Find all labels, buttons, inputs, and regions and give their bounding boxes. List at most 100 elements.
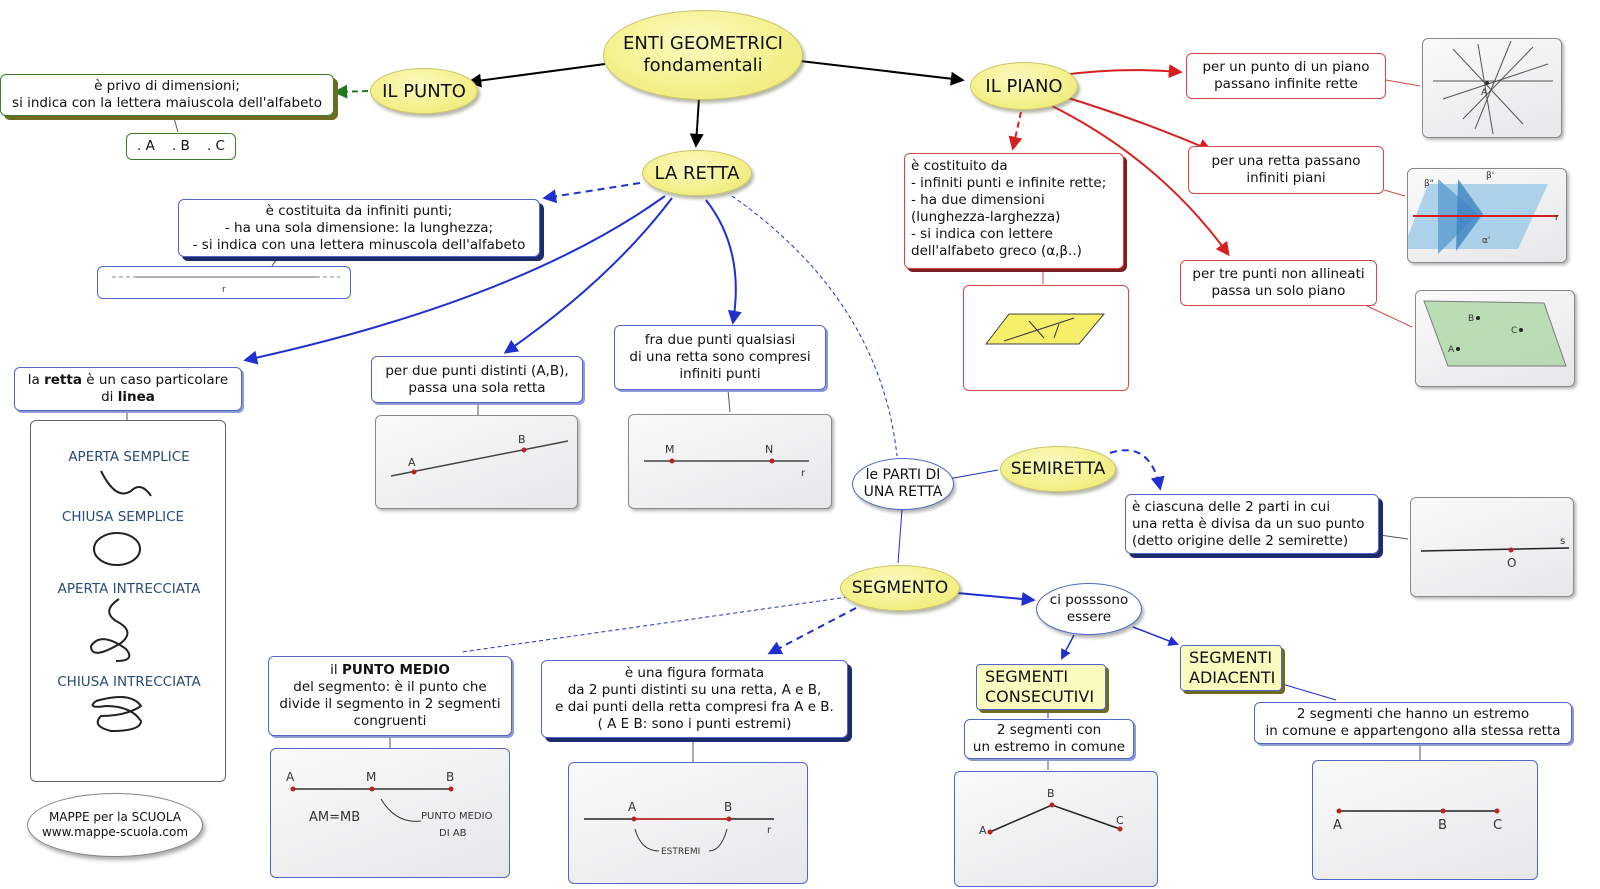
adiacenti-image: A B C [1312, 760, 1538, 880]
retta-infinite-box[interactable]: fra due punti qualsiasi di una retta son… [614, 325, 826, 390]
link-parti-semiretta [947, 469, 999, 480]
root-node[interactable]: ENTI GEOMETRICI fondamentali [603, 10, 803, 100]
piano-fact3-label-b: B [1468, 314, 1474, 324]
punto-node[interactable]: IL PUNTO [370, 68, 478, 114]
link-parti-segmento [897, 509, 903, 564]
punto-medio-note1: PUNTO MEDIO [421, 811, 493, 822]
retta-infinite: fra due punti qualsiasi di una retta son… [629, 332, 811, 382]
parti-title: le PARTI DI UNA RETTA [863, 467, 943, 500]
piano-fact1: per un punto di un piano passano infinit… [1202, 59, 1370, 92]
link-segmento-desc [767, 607, 857, 655]
retta-infinite-label-m: M [665, 443, 675, 456]
piano-fact3-image: B C A [1415, 290, 1575, 387]
link-segmento-possono [956, 592, 1036, 606]
piano-fact1-label-a: A [1481, 88, 1488, 98]
retta-desc: è costituita da infiniti punti; - ha una… [192, 202, 526, 253]
parti-node[interactable]: le PARTI DI UNA RETTA [852, 458, 954, 510]
adiacenti-label-c: C [1493, 818, 1502, 833]
line-types-panel: APERTA SEMPLICE CHIUSA SEMPLICE APERTA I… [30, 420, 226, 782]
retta-twopoints-image: A B [375, 415, 578, 509]
consecutivi-desc: 2 segmenti con un estremo in comune [972, 722, 1126, 755]
estremi-note: ESTREMI [661, 847, 700, 857]
retta-infinite-image: M N r [628, 414, 832, 509]
semiretta-label-o: O [1507, 556, 1516, 570]
piano-title: IL PIANO [985, 75, 1063, 97]
punto-medio-text: il PUNTO MEDIO del segmento: è il punto … [279, 662, 501, 729]
segmento-node[interactable]: SEGMENTO [840, 565, 960, 611]
retta-twopoints-label-a: A [408, 456, 416, 469]
retta-desc-box[interactable]: è costituita da infiniti punti; - ha una… [178, 199, 540, 257]
piano-fact2-box[interactable]: per una retta passano infiniti piani [1188, 146, 1384, 194]
consecutivi-label-c: C [1116, 814, 1124, 827]
estremi-label-r: r [767, 825, 772, 836]
adiacenti-node[interactable]: SEGMENTI ADIACENTI [1180, 645, 1282, 691]
credit-node[interactable]: MAPPE per la SCUOLA www.mappe-scuola.com [27, 793, 203, 857]
link-retta-twopoints [503, 197, 673, 354]
retta-node[interactable]: LA RETTA [642, 150, 752, 196]
adiacenti-desc-box[interactable]: 2 segmenti che hanno un estremo in comun… [1254, 702, 1572, 744]
semiretta-desc: è ciascuna delle 2 parti in cui una rett… [1132, 498, 1365, 549]
segmento-desc-box[interactable]: è una figura formata da 2 punti distinti… [541, 660, 848, 738]
possono-node[interactable]: ci posssono essere [1036, 583, 1142, 635]
punto-desc-box[interactable]: è privo di dimensioni; si indica con la … [0, 74, 334, 116]
consecutivi-node[interactable]: SEGMENTI CONSECUTIVI [976, 664, 1106, 710]
credit-line2: www.mappe-scuola.com [41, 825, 189, 839]
link-retta-desc [542, 182, 641, 204]
link-root-punto [467, 63, 606, 88]
punto-desc: è privo di dimensioni; si indica con la … [12, 78, 322, 111]
retta-twopoints-box[interactable]: per due punti distinti (A,B), passa una … [371, 356, 583, 403]
consecutivi-label-a: A [979, 824, 987, 837]
piano-fact2-label-alpha: α' [1482, 236, 1490, 246]
link-infinite-img [727, 389, 731, 413]
adiacenti-label-a: A [1333, 818, 1342, 833]
estremi-label-b: B [724, 800, 732, 814]
link-piano-desc [1008, 111, 1023, 151]
piano-fact1-box[interactable]: per un punto di un piano passano infinit… [1186, 53, 1386, 99]
possono-text: ci posssono essere [1049, 592, 1129, 625]
punto-medio-note2: DI AB [439, 828, 467, 839]
punto-example: . A . B . C [136, 138, 225, 154]
piano-node[interactable]: IL PIANO [970, 62, 1078, 110]
retta-twopoints: per due punti distinti (A,B), passa una … [385, 362, 569, 396]
piano-fact2-label-beta: β" [1424, 179, 1434, 189]
link-fact3-img [1366, 305, 1413, 328]
root-title-line2: fondamentali [643, 55, 763, 76]
piano-fact2-label-r: r [1555, 213, 1559, 223]
retta-infinite-label-n: N [765, 443, 773, 456]
retta-twopoints-label-b: B [518, 433, 526, 446]
retta-image-label: r [222, 285, 226, 295]
piano-fact3-label-c: C [1511, 326, 1517, 336]
piano-desc-box[interactable]: è costituito da - infiniti punti e infin… [904, 153, 1124, 269]
credit-line1: MAPPE per la SCUOLA [48, 810, 182, 824]
semiretta-desc-box[interactable]: è ciascuna delle 2 parti in cui una rett… [1125, 494, 1379, 554]
segmento-desc: è una figura formata da 2 punti distinti… [555, 665, 834, 732]
line-type-1: APERTA SEMPLICE [68, 449, 189, 465]
link-piano-fact1 [1061, 64, 1183, 79]
estremi-label-a: A [628, 800, 637, 814]
piano-desc: è costituito da - infiniti punti e infin… [911, 158, 1107, 259]
piano-fact3: per tre punti non allineati passa un sol… [1192, 266, 1365, 299]
punto-medio-box[interactable]: il PUNTO MEDIO del segmento: è il punto … [268, 656, 512, 736]
retta-image: r [97, 266, 351, 299]
adiacenti-title: SEGMENTI ADIACENTI [1189, 648, 1276, 687]
consecutivi-image: A B C [954, 771, 1158, 887]
punto-example-box[interactable]: . A . B . C [126, 133, 236, 160]
piano-fact2: per una retta passano infiniti piani [1211, 153, 1361, 186]
consecutivi-desc-box[interactable]: 2 segmenti con un estremo in comune [964, 719, 1134, 759]
link-semiretta-desc [1109, 449, 1165, 491]
line-type-2: CHIUSA SEMPLICE [62, 509, 184, 525]
link-possono-consecutivi [1061, 634, 1075, 660]
link-fact2-img [1383, 189, 1406, 197]
piano-fact3-box[interactable]: per tre punti non allineati passa un sol… [1180, 260, 1377, 306]
punto-medio-label-b: B [446, 770, 454, 784]
root-title-line1: ENTI GEOMETRICI [623, 33, 783, 54]
segmento-estremi-image: A B r ESTREMI [568, 762, 808, 884]
consecutivi-title: SEGMENTI CONSECUTIVI [985, 667, 1095, 706]
retta-linea-box[interactable]: la retta è un caso particolare di linea [14, 367, 242, 411]
link-adiacenti-desc [1281, 683, 1337, 701]
segmento-title: SEGMENTO [851, 578, 949, 598]
semiretta-image: O s [1410, 497, 1574, 597]
semiretta-node[interactable]: SEMIRETTA [1000, 446, 1116, 492]
link-retta-img [271, 256, 279, 267]
